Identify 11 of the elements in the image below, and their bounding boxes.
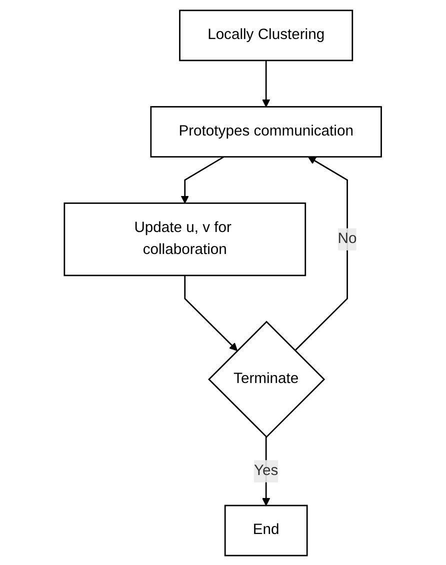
node-box: Update u, v for collaboration xyxy=(64,202,306,276)
edge-label: No xyxy=(338,230,357,246)
edge-label: Yes xyxy=(254,462,278,478)
node-box: End xyxy=(224,504,308,556)
node-box: Prototypes communication xyxy=(150,106,382,158)
node-diamond: Terminate xyxy=(208,320,326,438)
node-box: Locally Clustering xyxy=(179,9,354,61)
arrow xyxy=(294,156,348,351)
arrow xyxy=(184,274,238,351)
arrow xyxy=(262,60,270,107)
arrow xyxy=(180,156,224,204)
